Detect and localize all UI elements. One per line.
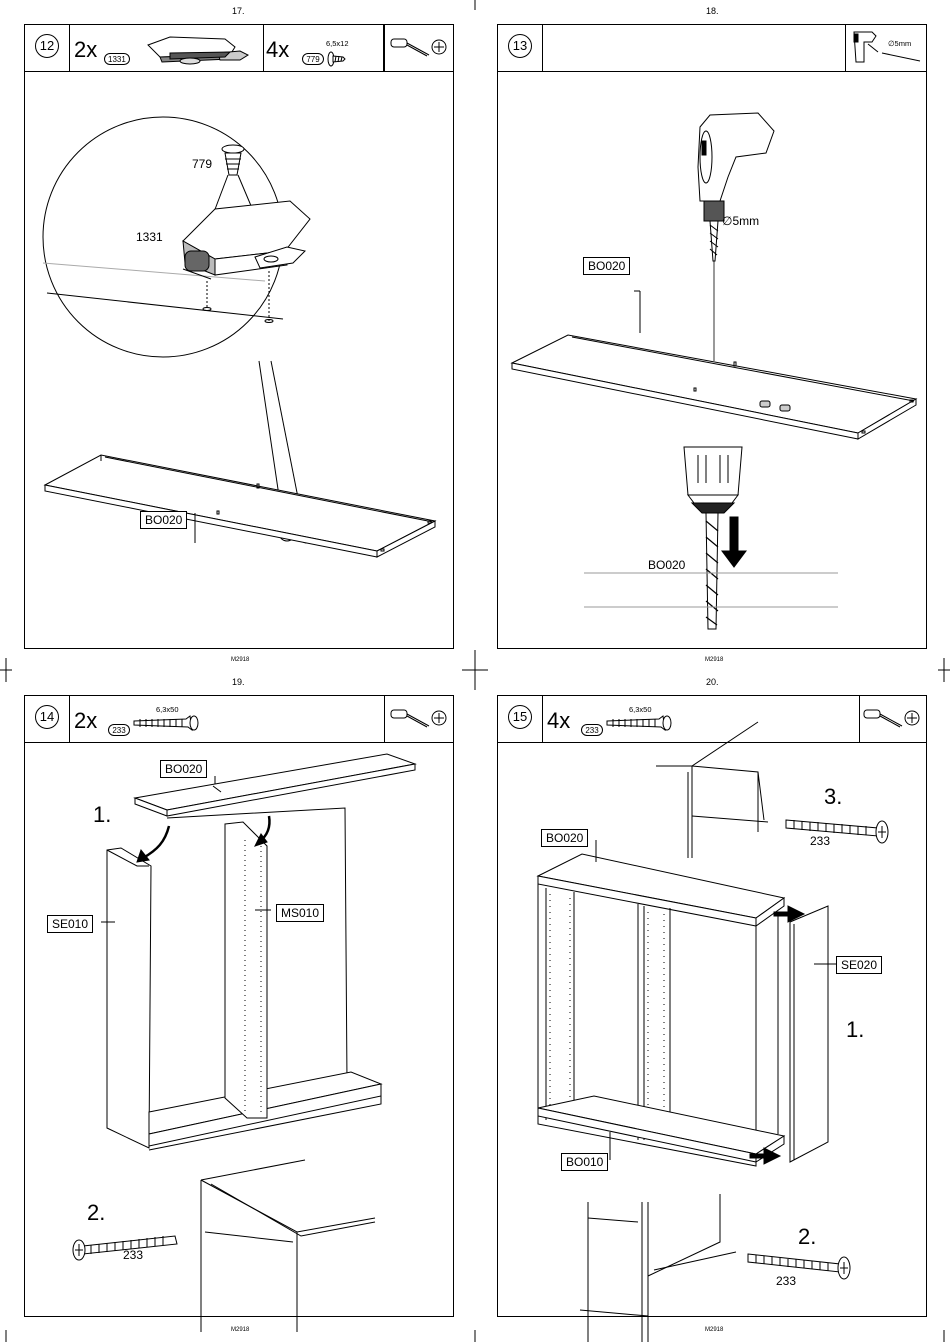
screwdriver-icon (864, 708, 904, 732)
label-bo020: BO020 (583, 257, 630, 275)
step-header: 15 4x 6,3x50 233 (498, 696, 926, 743)
step-marker-1: 1. (846, 1017, 864, 1043)
part-dimension: 6,3x50 (629, 705, 652, 714)
screw-part-icon (327, 51, 347, 71)
step-marker-2: 2. (798, 1224, 816, 1250)
step-header: 12 2x 1331 4x 6,5x12 779 (25, 25, 453, 72)
part-233: 2x 6,3x50 233 (70, 696, 384, 742)
label-bo020: BO020 (140, 511, 187, 529)
hinge-part-icon (140, 29, 250, 69)
part-quantity: 2x (74, 37, 97, 63)
footer-code: M2918 (705, 657, 723, 663)
drill-icon (852, 28, 882, 68)
footer-code: M2918 (231, 1327, 249, 1333)
screw-part-icon (134, 716, 204, 730)
tool-drill-size: ∅5mm (888, 39, 911, 48)
tools-cell (384, 25, 455, 71)
callout-screw: 233 (123, 1248, 143, 1262)
label-ms010: MS010 (276, 904, 324, 922)
screw-233-detail2 (748, 1254, 850, 1279)
step-number: 12 (35, 34, 59, 58)
label-bo010: BO010 (561, 1153, 608, 1171)
step-header: 14 2x 6,3x50 233 (25, 696, 453, 743)
part-code: 1331 (104, 53, 130, 65)
screw-part-icon (607, 716, 677, 730)
screwdriver-icon (391, 708, 431, 732)
part-779: 4x 6,5x12 779 (264, 25, 384, 71)
label-se020: SE020 (836, 956, 882, 974)
tools-cell (384, 696, 455, 742)
callout-screw: 233 (810, 834, 830, 848)
step-header: 13 ∅5mm (498, 25, 926, 72)
step-panel-12: 12 2x 1331 4x 6,5x12 779 (24, 24, 454, 649)
label-bo020: BO020 (541, 829, 588, 847)
callout-hinge: 1331 (136, 230, 163, 244)
step-panel-13: 13 ∅5mm (497, 24, 927, 649)
curved-arrow-icon (143, 826, 169, 858)
board-bo020 (45, 455, 435, 557)
step-panel-14: 14 2x 6,3x50 233 (24, 695, 454, 1317)
part-dimension: 6,3x50 (156, 705, 179, 714)
down-arrow-icon (722, 517, 746, 567)
footer-code: M2918 (231, 657, 249, 663)
label-bo020-detail: BO020 (648, 558, 685, 572)
screw-233-detail3 (786, 820, 888, 843)
callout-screw: 779 (192, 157, 212, 171)
footer-code: M2918 (705, 1327, 723, 1333)
part-quantity: 4x (547, 708, 570, 734)
part-1331: 2x 1331 (70, 25, 264, 71)
tools-cell: ∅5mm (845, 25, 928, 71)
drill-bit-icon (882, 51, 922, 63)
step13-illustration (498, 71, 928, 651)
label-bo020: BO020 (160, 760, 207, 778)
step-number: 15 (508, 705, 532, 729)
pozidriv-icon (431, 39, 447, 55)
callout-screw: 233 (776, 1274, 796, 1288)
step-marker-3: 3. (824, 784, 842, 810)
step-marker-2: 2. (87, 1200, 105, 1226)
drill-tool (698, 113, 774, 261)
part-code: 233 (581, 724, 603, 736)
step12-illustration (25, 71, 455, 651)
pozidriv-icon (904, 710, 920, 726)
part-code: 779 (302, 53, 324, 65)
pozidriv-icon (431, 710, 447, 726)
tools-cell (859, 696, 928, 742)
part-dimension: 6,5x12 (326, 39, 349, 48)
step14-illustration (25, 742, 455, 1317)
screwdriver-icon (391, 37, 431, 61)
label-se010: SE010 (47, 915, 93, 933)
callout-drill-size: ∅5mm (722, 214, 759, 228)
part-233: 4x 6,3x50 233 (543, 696, 859, 742)
step-panel-15: 15 4x 6,3x50 233 (497, 695, 927, 1317)
part-quantity: 4x (266, 37, 289, 63)
step-number: 14 (35, 705, 59, 729)
step-marker-1: 1. (93, 802, 111, 828)
step-number: 13 (508, 34, 532, 58)
part-code: 233 (108, 724, 130, 736)
part-quantity: 2x (74, 708, 97, 734)
